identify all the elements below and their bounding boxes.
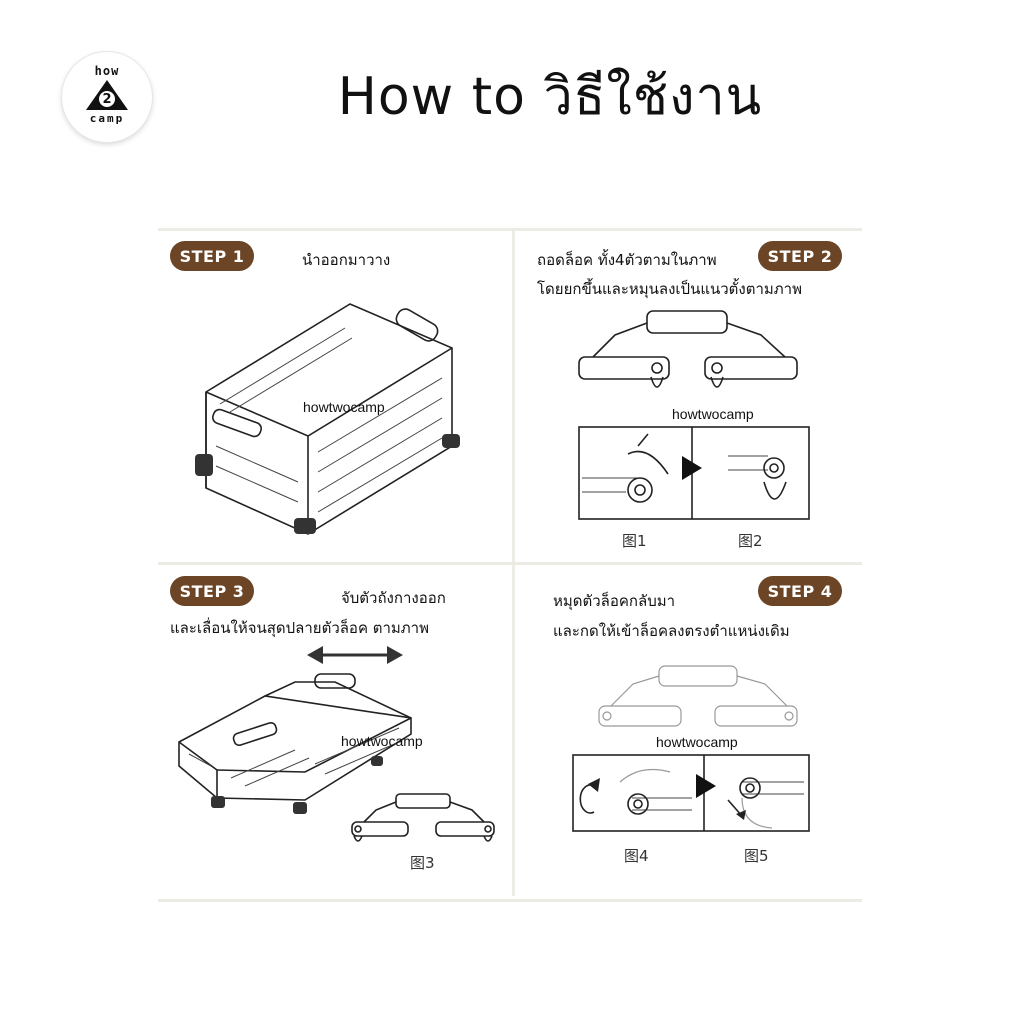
page-title: How to วิธีใช้งาน xyxy=(0,54,1024,137)
step-3-watermark: howtwocamp xyxy=(341,733,423,749)
grid-divider-horizontal xyxy=(158,562,862,565)
step-3-handle-illustration xyxy=(350,790,498,846)
step-2-instruction-line-2: โดยยกขึ้นและหมุนลงเป็นแนวตั้งตามภาพ xyxy=(537,277,802,301)
step-2-badge: STEP 2 xyxy=(758,241,842,271)
step-4-instruction-line-2: และกดให้เข้าล็อคลงตรงตำแหน่งเดิม xyxy=(553,619,790,643)
step-3-instruction-line-1: จับตัวถังกางออก xyxy=(341,586,446,610)
figure-5-label: 图5 xyxy=(744,845,769,866)
figure-1-label: 图1 xyxy=(622,530,647,551)
figure-3-label: 图3 xyxy=(410,852,435,873)
step-2-instruction-line-1: ถอดล็อค ทั้ง4ตัวตามในภาพ xyxy=(537,248,717,272)
step-2-watermark: howtwocamp xyxy=(672,406,754,422)
step-1-instruction: นำออกมาวาง xyxy=(302,248,390,272)
step-2-handle-illustration xyxy=(575,305,805,405)
step-1-watermark: howtwocamp xyxy=(303,399,385,415)
step-1-box-illustration xyxy=(190,296,480,541)
step-2-detail-panels xyxy=(578,426,810,520)
step-1-badge: STEP 1 xyxy=(170,241,254,271)
step-3-badge: STEP 3 xyxy=(170,576,254,606)
step-4-detail-panels xyxy=(572,754,810,832)
figure-4-label: 图4 xyxy=(624,845,649,866)
step-4-handle-illustration xyxy=(595,662,801,734)
step-4-instruction-line-1: หมุดตัวล็อคกลับมา xyxy=(553,589,675,613)
step-3-instruction-line-2: และเลื่อนให้จนสุดปลายตัวล็อค ตามภาพ xyxy=(170,616,429,640)
figure-2-label: 图2 xyxy=(738,530,763,551)
double-arrow-icon xyxy=(305,642,405,668)
step-4-watermark: howtwocamp xyxy=(656,734,738,750)
step-4-badge: STEP 4 xyxy=(758,576,842,606)
